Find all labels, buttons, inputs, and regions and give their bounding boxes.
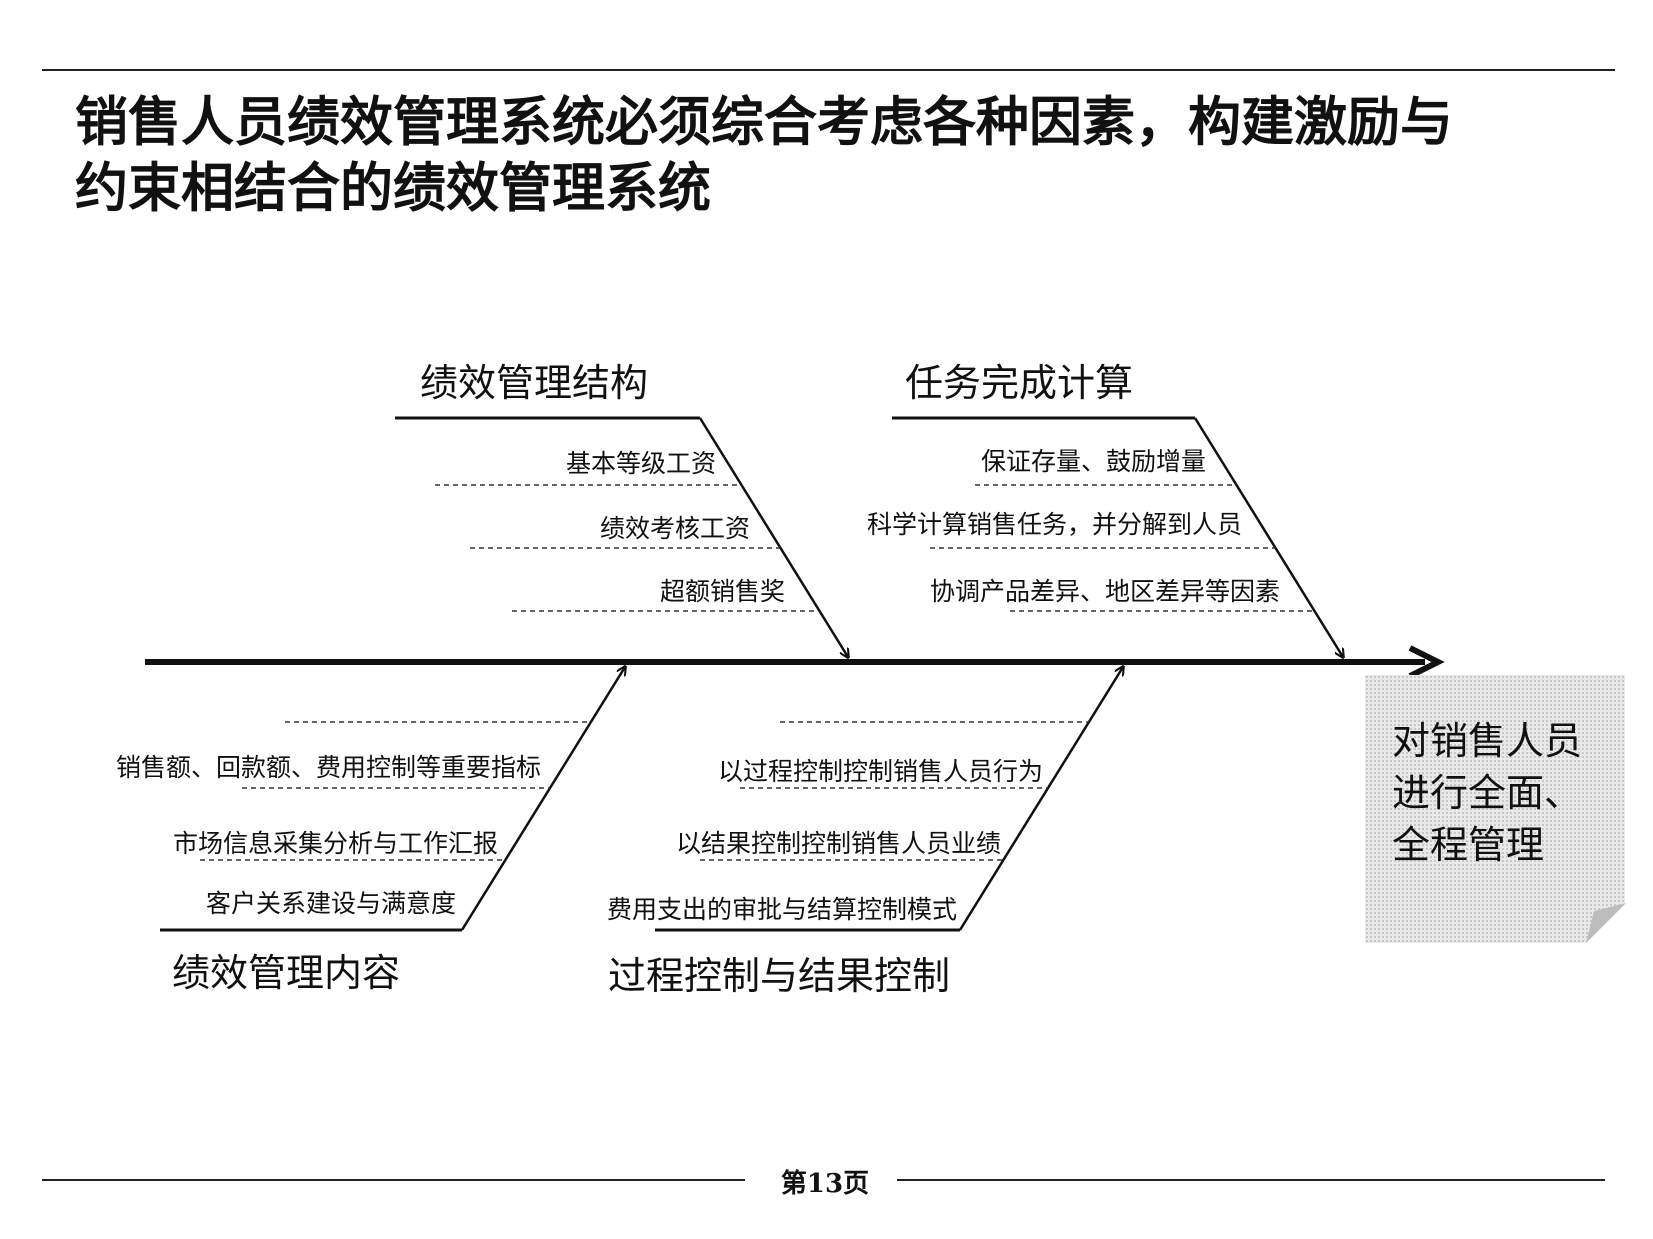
content-item-3: 客户关系建设与满意度 [205, 889, 456, 918]
category-label-task: 任务完成计算 [905, 361, 1134, 405]
control-item-1: 以过程控制控制销售人员行为 [717, 757, 1043, 786]
structure-item-3: 超额销售奖 [659, 577, 785, 606]
control-item-2: 以结果控制控制销售人员业绩 [675, 829, 1001, 858]
task-item-2: 科学计算销售任务，并分解到人员 [866, 510, 1242, 539]
page-curl-corner [1586, 903, 1626, 943]
task-item-3: 协调产品差异、地区差异等因素 [929, 577, 1280, 606]
bone-content [460, 667, 625, 931]
result-text: 对销售人员 进行全面、 全程管理 [1392, 715, 1582, 871]
task-item-1: 保证存量、鼓励增量 [980, 447, 1206, 476]
page-number: 第13页 [780, 1169, 870, 1199]
structure-item-1: 基本等级工资 [565, 449, 716, 478]
content-item-1: 销售额、回款额、费用控制等重要指标 [115, 753, 541, 782]
result-box [1365, 675, 1625, 943]
spine-arrowhead [1408, 645, 1445, 679]
page-title: 销售人员绩效管理系统必须综合考虑各种因素，构建激励与 约束相结合的绩效管理系统 [75, 90, 1535, 222]
page-title-line1: 销售人员绩效管理系统必须综合考虑各种因素，构建激励与 [75, 92, 1453, 153]
content-item-2: 市场信息采集分析与工作汇报 [172, 829, 498, 858]
bone-control [958, 667, 1123, 931]
page-title-line2: 约束相结合的绩效管理系统 [75, 158, 711, 219]
result-line-1: 对销售人员 [1392, 719, 1583, 763]
bone-structure [698, 417, 848, 657]
category-label-structure: 绩效管理结构 [420, 361, 649, 405]
category-label-content: 绩效管理内容 [172, 951, 401, 995]
result-line-3: 全程管理 [1392, 823, 1545, 867]
category-label-control: 过程控制与结果控制 [608, 954, 951, 998]
bone-task [1193, 417, 1343, 657]
result-line-2: 进行全面、 [1392, 771, 1583, 815]
structure-item-2: 绩效考核工资 [599, 514, 750, 543]
control-item-3: 费用支出的审批与结算控制模式 [606, 895, 957, 924]
